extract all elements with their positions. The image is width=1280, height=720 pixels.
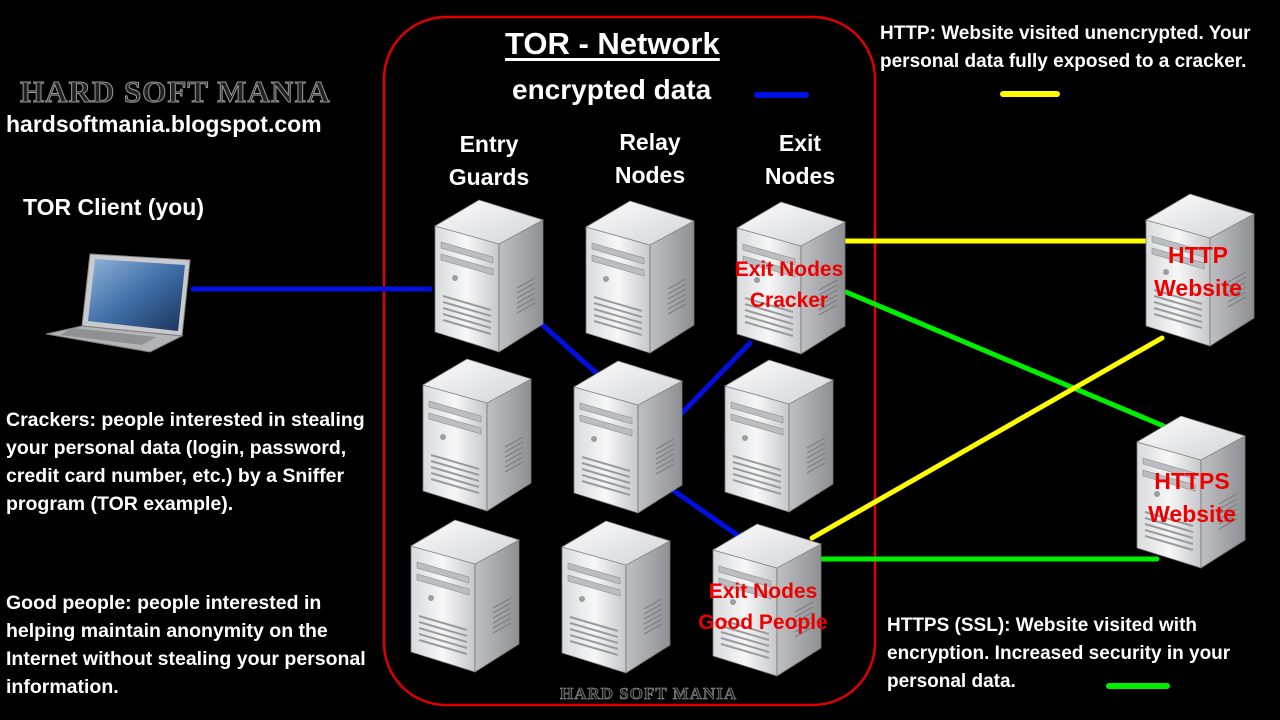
server-tower-icon-entry-guard [434,199,544,353]
https-website-label: HTTPS Website [1136,465,1248,531]
column-header-line: Nodes [614,162,686,188]
network-boundary [382,15,877,707]
column-header-line: Guards [448,164,530,190]
encrypted-legend-label: encrypted data [512,74,712,105]
good-people-note: Good people: people interested in helpin… [6,592,366,698]
server-tower-icon-relay-bottom [561,520,671,674]
node-label-line: Exit Nodes [708,580,818,603]
server-tower-icon-relay-middle [573,360,683,514]
laptop-icon [45,253,191,353]
exit-good-people-label: Exit Nodes Good People [687,576,839,638]
relay-exit-cracker-link [679,340,753,416]
column-header-line: Entry [459,131,519,157]
https-note: HTTPS (SSL): Website visited with encryp… [887,615,1231,692]
column-header-line: Exit [778,130,822,156]
column-header-entry-guards: Entry Guards [424,128,554,194]
network-title: TOR - Network [505,26,720,61]
brand-logo-text: HARD SOFT MANIA [20,74,331,110]
site-label-line: Website [1148,501,1236,527]
server-tower-icon-entry-middle [422,358,532,512]
good-http-link [809,335,1165,541]
column-header-relay-nodes: Relay Nodes [585,126,715,192]
server-tower-icon-entry-bottom [410,519,520,673]
http-website-label: HTTP Website [1143,239,1253,305]
server-tower-icon-exit-middle [724,359,834,513]
connections [190,238,1176,562]
relay-exit-good-link [664,483,749,544]
node-label-line: Good People [698,611,828,634]
crackers-note: Crackers: people interested in stealing … [6,409,365,515]
column-header-line: Nodes [764,163,836,189]
blog-url: hardsoftmania.blogspot.com [6,111,322,137]
site-label-line: Website [1154,275,1242,301]
client-label: TOR Client (you) [23,194,205,220]
server-tower-icon-relay-top [585,200,695,354]
node-label-line: Cracker [749,289,829,312]
column-header-exit-nodes: Exit Nodes [735,127,865,193]
node-label-line: Exit Nodes [734,258,844,281]
exit-cracker-label: Exit Nodes Cracker [724,254,854,316]
brand-watermark: HARD SOFT MANIA [560,684,738,704]
column-header-line: Relay [619,129,681,155]
site-label-line: HTTP [1167,242,1229,268]
cracker-https-link [843,289,1176,433]
http-note: HTTP: Website visited unencrypted. Your … [880,23,1251,72]
entry-relay-link [532,315,606,382]
site-label-line: HTTPS [1154,468,1230,494]
